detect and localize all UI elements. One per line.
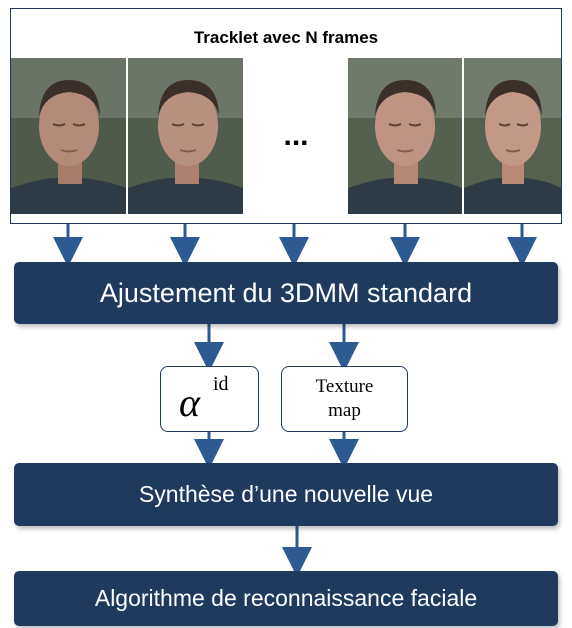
texture-label-line2: map — [328, 400, 361, 421]
step-synthesis: Synthèse d’une nouvelle vue — [14, 463, 558, 526]
step-recognition: Algorithme de reconnaissance faciale — [14, 571, 558, 626]
face-frame-2 — [128, 58, 243, 214]
alpha-symbol: α — [179, 380, 200, 425]
face-frame-5 — [464, 58, 561, 214]
alpha-id-box: α id — [160, 366, 259, 432]
texture-label-line1: Texture — [315, 376, 374, 397]
texture-map-box: Texture map — [281, 366, 408, 432]
step-fitting: Ajustement du 3DMM standard — [14, 262, 558, 324]
alpha-superscript: id — [213, 373, 229, 395]
ellipsis-placeholder: ... — [245, 58, 347, 214]
tracklet-title: Tracklet avec N frames — [193, 28, 379, 47]
face-frame-4 — [348, 58, 462, 214]
face-frame-1 — [11, 58, 126, 214]
